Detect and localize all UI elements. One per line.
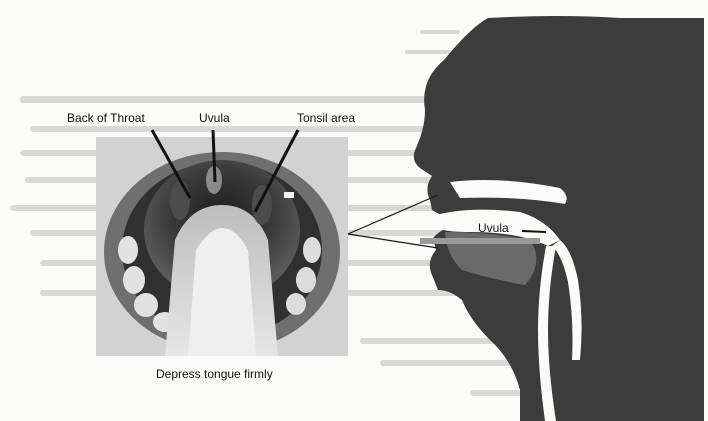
- label-tonsil-area: Tonsil area: [297, 111, 355, 125]
- pointer-uvula-side: [522, 231, 546, 232]
- label-back-of-throat: Back of Throat: [67, 111, 145, 125]
- connector-line-top: [348, 195, 438, 234]
- label-uvula: Uvula: [199, 111, 230, 125]
- head-silhouette: [414, 16, 704, 421]
- tongue-depressor: [420, 238, 540, 244]
- label-uvula-side: Uvula: [478, 221, 509, 235]
- caption-depress-tongue: Depress tongue firmly: [156, 367, 273, 381]
